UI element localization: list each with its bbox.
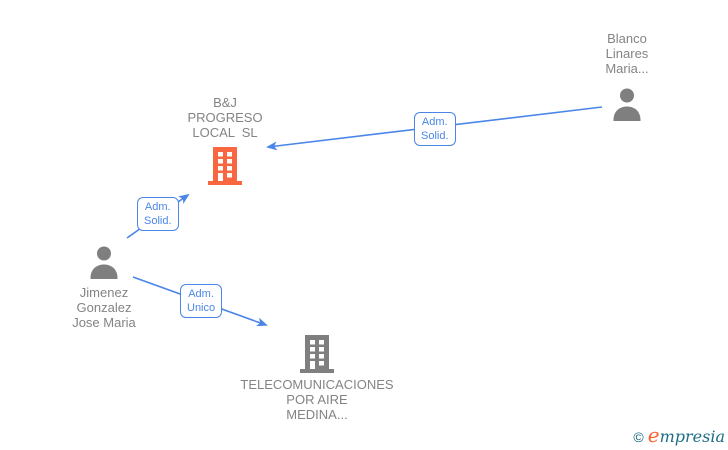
- edge-label-adm-solid-jimenez: Adm. Solid.: [137, 197, 179, 231]
- node-label: Blanco Linares Maria...: [605, 31, 649, 76]
- building-icon: [208, 147, 242, 185]
- copyright-icon: ©: [633, 429, 644, 445]
- node-telecomunicaciones-por-aire[interactable]: TELECOMUNICACIONES POR AIRE MEDINA...: [227, 334, 407, 422]
- node-jimenez-gonzalez[interactable]: Jimenez Gonzalez Jose Maria: [44, 244, 164, 330]
- building-icon: [300, 335, 334, 373]
- edge-label-adm-unico: Adm. Unico: [180, 284, 223, 318]
- person-icon: [613, 88, 641, 121]
- brand-initial: e: [647, 423, 660, 447]
- node-blanco-linares[interactable]: Blanco Linares Maria...: [567, 31, 687, 122]
- person-icon: [90, 246, 118, 279]
- node-label: TELECOMUNICACIONES POR AIRE MEDINA...: [240, 377, 394, 422]
- edge-label-adm-solid-blanco: Adm. Solid.: [414, 112, 456, 146]
- brand-name: mpresia: [659, 427, 725, 446]
- node-label: Jimenez Gonzalez Jose Maria: [72, 285, 136, 330]
- node-label: B&J PROGRESO LOCAL SL: [187, 95, 263, 140]
- node-bj-progreso-local-sl[interactable]: B&J PROGRESO LOCAL SL: [165, 95, 285, 186]
- empresia-logo[interactable]: © e mpresia: [633, 423, 725, 447]
